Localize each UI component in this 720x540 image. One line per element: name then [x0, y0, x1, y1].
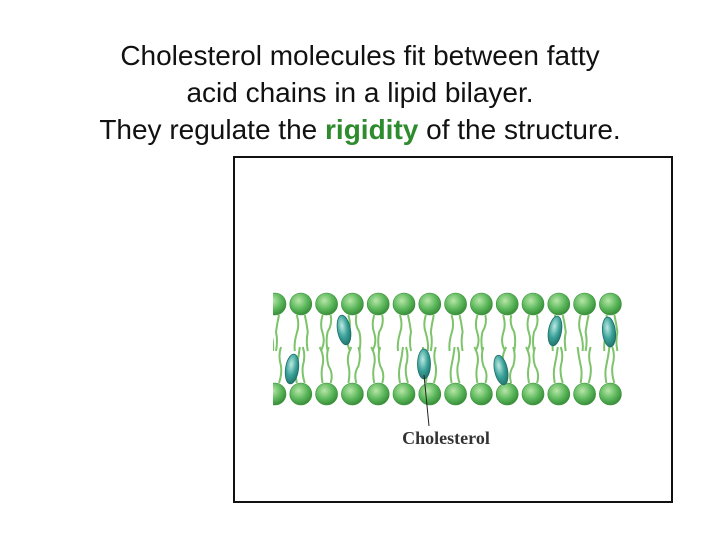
fatty-acid-tail — [424, 315, 428, 351]
phospholipid-head — [393, 293, 415, 315]
fatty-acid-tail — [305, 315, 308, 351]
slide-title: Cholesterol molecules fit between fatty … — [0, 37, 720, 148]
phospholipid-bilayer — [264, 293, 621, 405]
phospholipid-head — [548, 383, 570, 405]
fatty-acid-tail — [431, 315, 434, 351]
phospholipid-head — [599, 383, 621, 405]
title-line-1: Cholesterol molecules fit between fatty — [0, 37, 720, 74]
cholesterol-molecule — [492, 354, 511, 386]
phospholipid-head — [316, 293, 338, 315]
title-line-3: They regulate the rigidity of the struct… — [0, 111, 720, 148]
phospholipid-head — [264, 383, 286, 405]
fatty-acid-tail — [605, 347, 609, 383]
phospholipid-head — [470, 383, 492, 405]
fatty-acid-tail — [561, 347, 563, 383]
fatty-acid-tail — [398, 315, 402, 351]
title-line-3-end: of the structure. — [418, 114, 620, 145]
fatty-acid-tail — [554, 347, 558, 383]
fatty-acid-tail — [449, 315, 453, 351]
fatty-acid-tail — [268, 347, 272, 383]
fatty-acid-tail — [526, 347, 530, 383]
phospholipid-head — [522, 293, 544, 315]
rigidity-highlight: rigidity — [325, 114, 418, 145]
fatty-acid-tail — [379, 347, 384, 383]
phospholipid-head — [393, 383, 415, 405]
fatty-acid-tail — [460, 315, 463, 351]
fatty-acid-tail — [563, 315, 566, 351]
fatty-acid-tail — [533, 315, 538, 351]
phospholipid-head — [445, 293, 467, 315]
fatty-acid-tail — [527, 315, 530, 351]
lipid-bilayer-figure: Cholesterol — [233, 156, 673, 503]
fatty-acid-tail — [502, 315, 505, 351]
fatty-acid-tail — [295, 315, 299, 351]
fatty-acid-tail — [356, 315, 361, 351]
fatty-acid-tail — [320, 347, 324, 383]
phospholipid-head — [367, 293, 389, 315]
cholesterol-molecule — [418, 349, 431, 379]
phospholipid-head — [574, 293, 596, 315]
fatty-acid-tail — [434, 347, 436, 383]
fatty-acid-tail — [511, 315, 516, 351]
fatty-acid-tail — [270, 315, 274, 351]
fatty-acid-tail — [612, 347, 614, 383]
phospholipid-head — [522, 383, 544, 405]
phospholipid-head — [445, 383, 467, 405]
fatty-acid-tail — [457, 347, 459, 383]
title-line-3-start: They regulate the — [99, 114, 325, 145]
fatty-acid-tail — [279, 347, 281, 383]
fatty-acid-tail — [303, 347, 305, 383]
fatty-acid-tail — [475, 315, 478, 351]
phospholipid-head — [341, 383, 363, 405]
fatty-acid-tail — [589, 347, 591, 383]
phospholipid-head — [419, 383, 441, 405]
fatty-acid-tail — [327, 347, 332, 383]
fatty-acid-tail — [482, 347, 487, 383]
cholesterol-molecule — [546, 315, 564, 347]
cholesterol-label: Cholesterol — [402, 428, 490, 448]
lipid-bilayer-diagram: Cholesterol — [235, 158, 671, 501]
fatty-acid-tail — [408, 315, 411, 351]
fatty-acid-tail — [321, 315, 324, 351]
phospholipid-head — [341, 293, 363, 315]
fatty-acid-tail — [451, 347, 455, 383]
phospholipid-head — [470, 293, 492, 315]
fatty-acid-tail — [510, 347, 515, 383]
fatty-acid-tail — [534, 347, 539, 383]
fatty-acid-tail — [481, 315, 486, 351]
cholesterol-molecule — [283, 353, 300, 385]
fatty-acid-tail — [579, 315, 583, 351]
phospholipid-head — [496, 293, 518, 315]
phospholipid-head — [316, 383, 338, 405]
fatty-acid-tail — [355, 347, 360, 383]
fatty-acid-tail — [372, 315, 375, 351]
phospholipid-head — [574, 383, 596, 405]
fatty-acid-tail — [578, 347, 582, 383]
fatty-acid-tail — [399, 347, 403, 383]
fatty-acid-tail — [327, 315, 332, 351]
fatty-acid-tail — [378, 315, 383, 351]
phospholipid-head — [367, 383, 389, 405]
phospholipid-head — [496, 383, 518, 405]
fatty-acid-tail — [586, 315, 589, 351]
fatty-acid-tail — [348, 347, 352, 383]
phospholipid-head — [290, 293, 312, 315]
fatty-acid-tail — [371, 347, 375, 383]
phospholipid-head — [599, 293, 621, 315]
phospholipid-head — [419, 293, 441, 315]
fatty-acid-tail — [406, 347, 408, 383]
phospholipid-head — [548, 293, 570, 315]
phospholipid-head — [264, 293, 286, 315]
fatty-acid-tail — [474, 347, 478, 383]
fatty-acid-tail — [276, 315, 279, 351]
phospholipid-head — [290, 383, 312, 405]
title-line-2: acid chains in a lipid bilayer. — [0, 74, 720, 111]
